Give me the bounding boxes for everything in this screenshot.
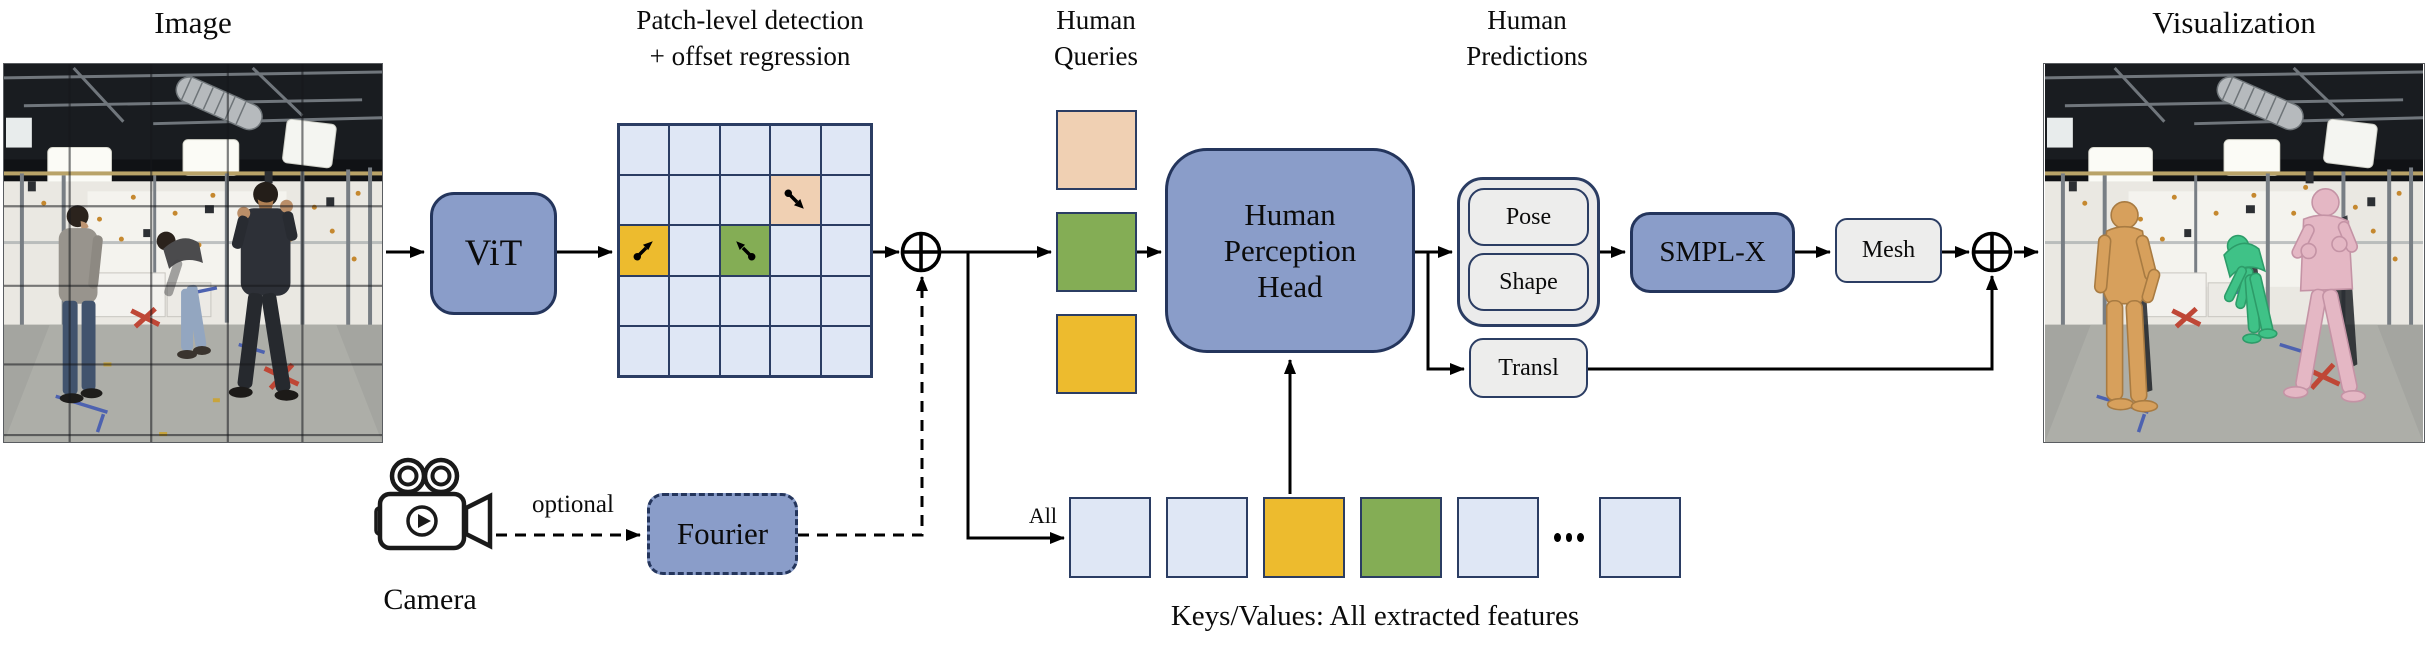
patch-cell [619, 225, 670, 276]
human-queries [1056, 110, 1137, 394]
optional-label: optional [532, 491, 614, 518]
patch-cell [669, 225, 720, 276]
hph-line1: Human [1244, 196, 1336, 232]
patch-grid [617, 123, 873, 378]
all-label: All [1028, 503, 1057, 528]
kv-feature-blue [1457, 497, 1539, 578]
patch-cell [619, 125, 670, 176]
patch-cell [619, 175, 670, 226]
patch-cell [820, 275, 871, 326]
patch-cell [719, 225, 771, 276]
person-middle [156, 231, 211, 359]
patch-cell [770, 225, 821, 276]
kv-feature-green [1360, 497, 1442, 578]
mesh-person-green [2223, 234, 2278, 344]
fourier-node: Fourier [647, 493, 798, 575]
hph-line3: Head [1257, 268, 1323, 304]
pose-node: Pose [1468, 188, 1589, 246]
patch-cell [669, 325, 720, 376]
patch-cell [669, 175, 720, 226]
smplx-node: SMPL-X [1630, 212, 1795, 293]
human-query-green [1056, 212, 1137, 292]
patch-cell [820, 225, 871, 276]
patch-title-line1: Patch-level detection [636, 5, 864, 35]
kv-feature-blue [1069, 497, 1151, 578]
hph-line2: Perception [1223, 232, 1357, 268]
ellipsis-dots [1554, 497, 1585, 578]
transl-node: Transl [1469, 338, 1588, 398]
patch-cell [719, 275, 771, 326]
predictions-title-line2: Predictions [1466, 41, 1588, 71]
input-photo [3, 63, 383, 443]
ceiling-duct [175, 76, 263, 131]
patch-cell [669, 275, 720, 326]
patch-cell [770, 125, 821, 176]
patch-overlay-grid [4, 64, 382, 442]
patch-cell [719, 325, 771, 376]
plus-circle-icon [900, 231, 2013, 273]
patch-cell [719, 125, 771, 176]
predictions-title: Human Predictions [1447, 2, 1607, 74]
queries-title-line1: Human [1056, 5, 1136, 35]
mesh-person-pink [2282, 188, 2367, 403]
mesh-node: Mesh [1835, 218, 1942, 283]
person-right [228, 181, 299, 401]
patch-title: Patch-level detection + offset regressio… [560, 2, 940, 74]
keys-values-row [1069, 497, 1681, 578]
human-query-peach [1056, 110, 1137, 190]
camera-icon [374, 457, 493, 551]
patch-cell [719, 175, 771, 226]
patch-cell [619, 325, 670, 376]
shape-node: Shape [1468, 253, 1589, 311]
patch-cell [770, 325, 821, 376]
predictions-title-line1: Human [1487, 5, 1567, 35]
offset-arrow-icon [633, 241, 653, 261]
offset-arrow-icon [784, 189, 805, 210]
queries-title: Human Queries [1016, 2, 1176, 74]
keys-values-caption: Keys/Values: All extracted features [1170, 600, 1580, 632]
vit-node: ViT [430, 192, 557, 315]
patch-cell [619, 275, 670, 326]
human-query-yellow [1056, 314, 1137, 394]
visualization-photo [2043, 63, 2425, 443]
patch-cell [820, 325, 871, 376]
visualization-title: Visualization [2152, 5, 2316, 40]
patch-cell [820, 175, 871, 226]
offset-arrow-icon [736, 241, 756, 261]
camera-label: Camera [383, 583, 477, 616]
patch-cell [669, 125, 720, 176]
patch-title-line2: + offset regression [649, 41, 851, 71]
kv-feature-yellow [1263, 497, 1345, 578]
queries-title-line2: Queries [1054, 41, 1138, 71]
patch-cell [770, 275, 821, 326]
mesh-person-tan [2093, 200, 2161, 413]
patch-cell [820, 125, 871, 176]
image-title: Image [154, 5, 232, 40]
kv-feature-blue [1166, 497, 1248, 578]
human-perception-head-node: Human Perception Head [1165, 148, 1415, 353]
kv-feature-blue [1599, 497, 1681, 578]
pose-shape-container: Pose Shape [1457, 177, 1600, 327]
patch-cell [770, 175, 821, 226]
